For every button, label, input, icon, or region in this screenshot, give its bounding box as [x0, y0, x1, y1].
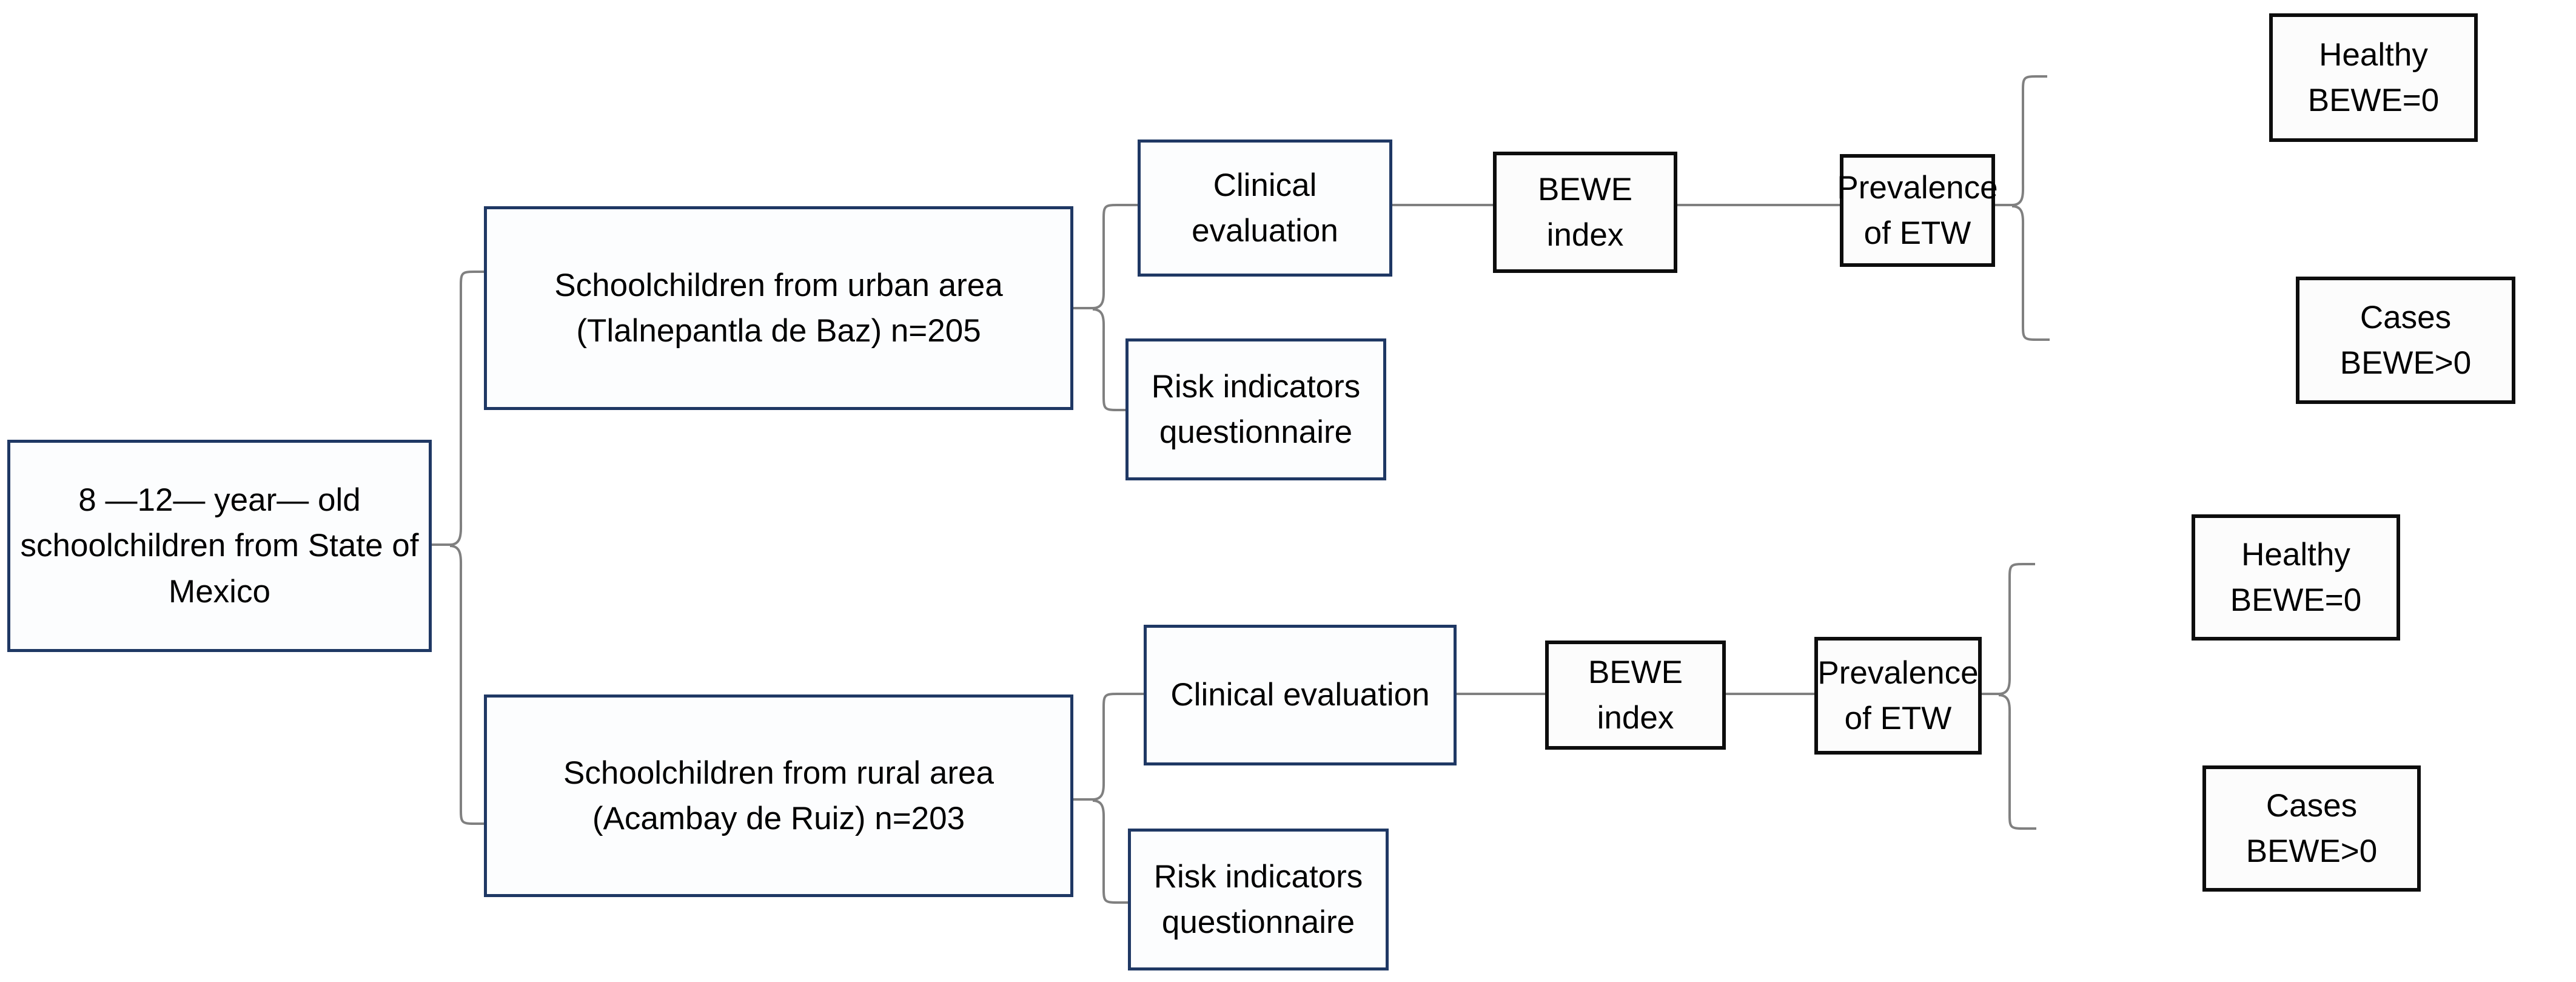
connector-urban-to-healthy — [2011, 75, 2047, 206]
node-urban-group[interactable]: Schoolchildren from urban area (Tlalnepa… — [484, 206, 1073, 410]
connector-rural-to-healthy — [1998, 563, 2035, 695]
connector-urban-to-questionnaire — [1092, 308, 1125, 411]
connector-rural-to-questionnaire — [1092, 799, 1128, 904]
node-rural-clinical-evaluation[interactable]: Clinical evaluation — [1144, 625, 1457, 765]
node-rural-group[interactable]: Schoolchildren from rural area (Acambay … — [484, 694, 1073, 897]
node-urban-healthy-bewe-zero[interactable]: Healthy BEWE=0 — [2269, 13, 2478, 142]
connector-urban-to-cases — [2011, 205, 2050, 341]
node-urban-cases-bewe-positive[interactable]: Cases BEWE>0 — [2296, 277, 2515, 404]
connector-root-to-rural — [449, 545, 484, 825]
node-urban-bewe-index[interactable]: BEWE index — [1493, 152, 1677, 273]
connector-root-to-urban — [449, 271, 484, 546]
node-root-population[interactable]: 8 —12— year— old schoolchildren from Sta… — [7, 440, 432, 652]
node-urban-prevalence-etw[interactable]: Prevalence of ETW — [1837, 154, 1998, 267]
node-rural-risk-questionnaire[interactable]: Risk indicators questionnaire — [1128, 829, 1389, 970]
connector-urban-to-clinical — [1092, 204, 1138, 309]
connector-rural-to-cases — [1998, 694, 2036, 830]
node-rural-cases-bewe-positive[interactable]: Cases BEWE>0 — [2202, 765, 2421, 892]
node-rural-prevalence-etw[interactable]: Prevalence of ETW — [1814, 637, 1982, 755]
node-urban-clinical-evaluation[interactable]: Clinical evaluation — [1138, 140, 1392, 277]
node-urban-risk-questionnaire[interactable]: Risk indicators questionnaire — [1125, 338, 1386, 480]
node-rural-bewe-index[interactable]: BEWE index — [1545, 641, 1726, 750]
connector-rural-to-clinical — [1092, 693, 1144, 801]
node-rural-healthy-bewe-zero[interactable]: Healthy BEWE=0 — [2192, 514, 2400, 641]
